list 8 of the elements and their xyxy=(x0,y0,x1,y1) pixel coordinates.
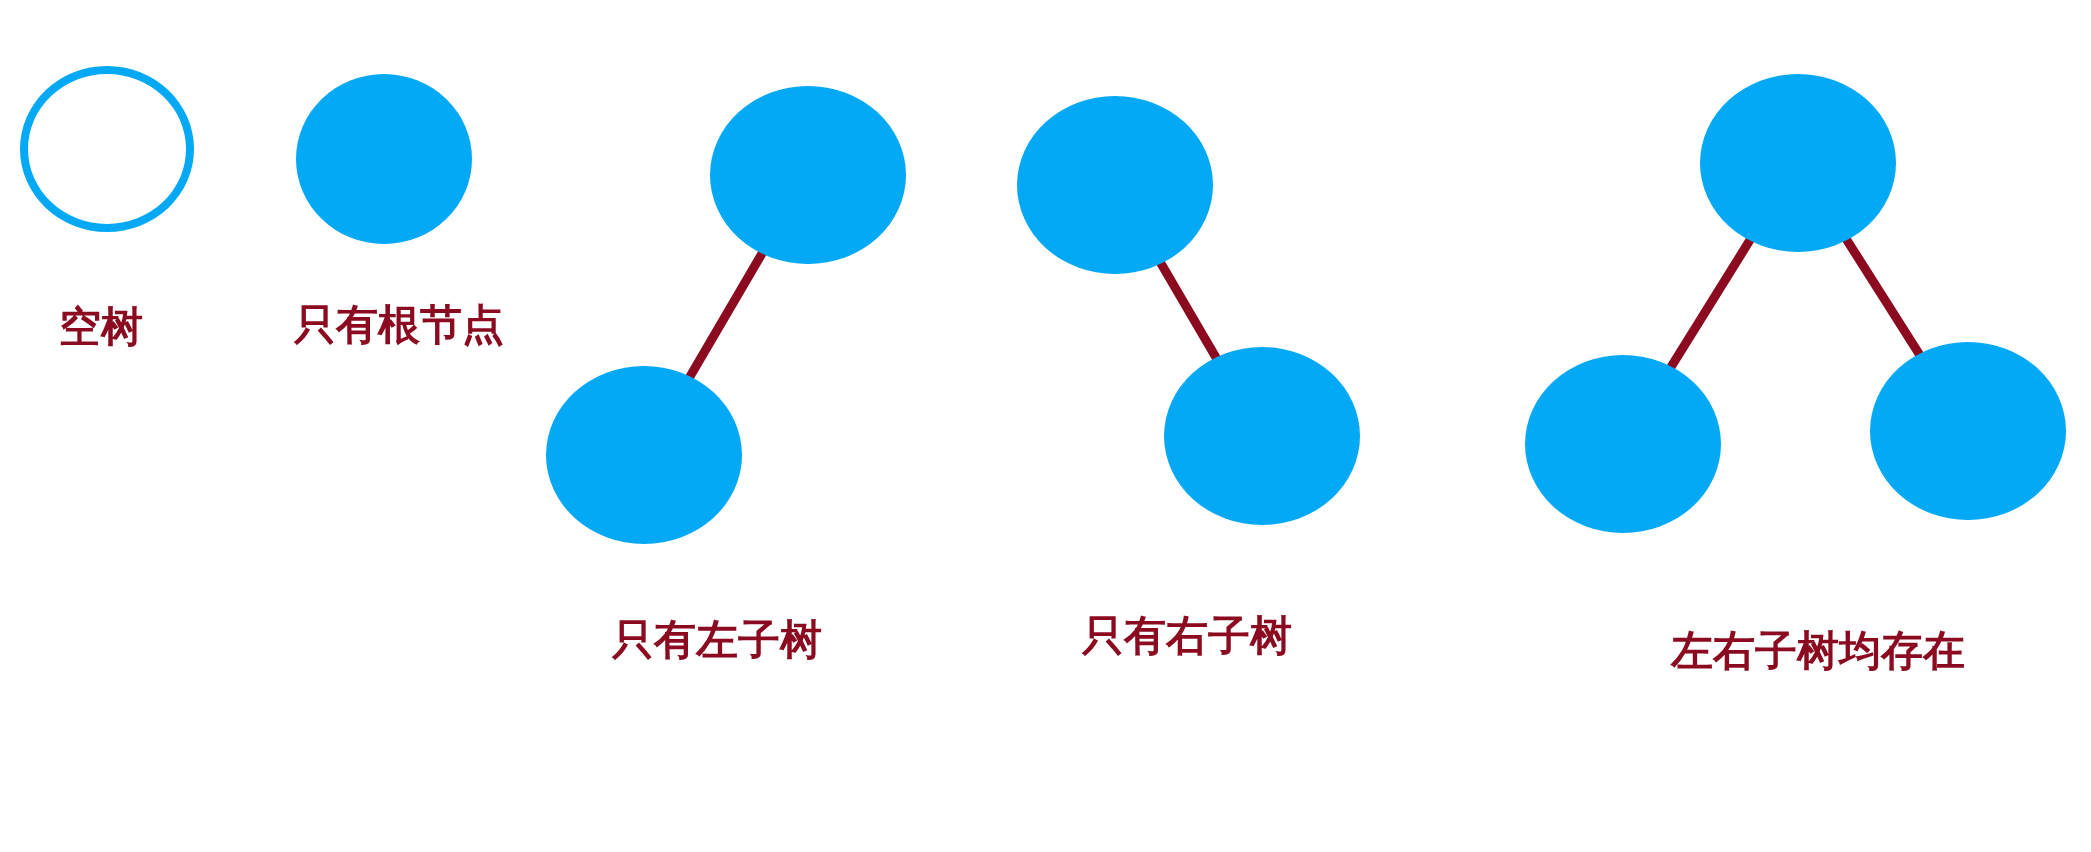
tree-edge xyxy=(685,249,767,381)
caption-text: 左右子树均存在 xyxy=(1671,625,1965,677)
caption-text: 只有根节点 xyxy=(294,299,504,351)
caption-text: 只有左子树 xyxy=(612,614,822,666)
tree-edge xyxy=(1156,259,1221,362)
caption-text: 只有右子树 xyxy=(1082,610,1292,662)
caption-text: 空树 xyxy=(59,301,143,353)
empty-circle xyxy=(20,66,194,232)
